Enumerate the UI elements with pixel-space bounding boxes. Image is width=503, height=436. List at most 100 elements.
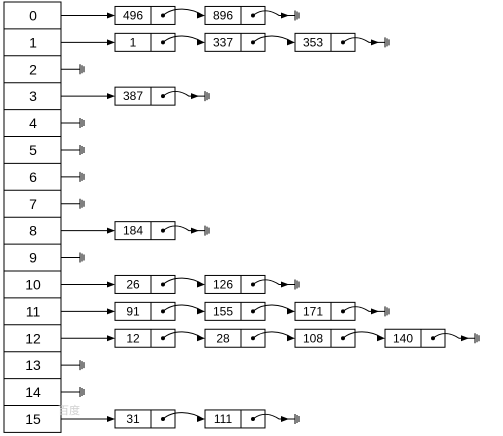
null-pointer-arrow xyxy=(461,335,469,342)
bucket-index: 5 xyxy=(29,142,37,158)
bucket-cell-2: 2 xyxy=(4,55,61,77)
null-pointer-curve xyxy=(162,91,205,97)
null-pointer-curve xyxy=(342,306,385,312)
node-value: 155 xyxy=(213,304,233,318)
next-pointer-arrow xyxy=(287,335,295,342)
chain-11: 91 155 171 xyxy=(61,301,390,321)
bucket-index: 1 xyxy=(29,34,37,50)
node-value: 337 xyxy=(213,35,233,49)
null-pointer-curve xyxy=(252,413,295,420)
chain-0: 496 896 xyxy=(61,5,300,25)
null-terminator xyxy=(204,225,210,236)
null-terminator xyxy=(294,413,300,424)
bucket-index: 6 xyxy=(29,169,37,185)
chain-14 xyxy=(61,387,85,398)
list-node: 171 xyxy=(294,301,390,321)
bucket-cell-6: 6 xyxy=(4,162,61,185)
chain-8: 184 xyxy=(61,221,210,241)
head-pointer-arrow xyxy=(107,335,115,342)
list-node: 1 xyxy=(114,32,205,52)
bucket-cell-3: 3 xyxy=(4,82,61,104)
null-pointer-arrow xyxy=(191,227,199,234)
node-box xyxy=(204,5,266,25)
node-value: 108 xyxy=(303,331,323,345)
list-node: 108 xyxy=(294,328,385,348)
node-box xyxy=(294,301,356,321)
bucket-index: 3 xyxy=(29,88,37,104)
null-pointer-curve xyxy=(162,225,205,232)
null-terminator xyxy=(79,252,85,263)
null-terminator xyxy=(474,333,480,344)
bucket-index: 4 xyxy=(29,115,37,131)
null-terminator xyxy=(79,198,85,209)
bucket-index: 13 xyxy=(25,357,41,373)
node-box xyxy=(204,274,266,294)
node-box xyxy=(114,5,176,25)
next-pointer-arrow xyxy=(197,12,205,19)
node-value: 184 xyxy=(123,224,143,238)
list-node: 31 xyxy=(114,409,205,429)
node-box xyxy=(114,274,176,294)
null-terminator xyxy=(384,306,390,317)
list-node: 337 xyxy=(204,32,295,52)
list-node: 184 xyxy=(114,221,210,241)
node-value: 171 xyxy=(303,304,323,318)
null-terminator xyxy=(79,360,85,371)
null-terminator xyxy=(384,37,390,48)
node-value: 31 xyxy=(126,412,140,426)
node-box xyxy=(384,328,446,348)
next-pointer-arrow xyxy=(197,308,205,315)
head-pointer-arrow xyxy=(107,281,115,288)
bucket-index: 15 xyxy=(25,411,41,427)
null-pointer-curve xyxy=(252,279,295,285)
node-value: 496 xyxy=(123,8,143,22)
node-value: 91 xyxy=(126,304,140,318)
null-pointer-curve xyxy=(342,37,385,43)
head-pointer-arrow xyxy=(107,415,115,422)
list-node: 155 xyxy=(204,301,295,321)
node-value: 126 xyxy=(213,277,233,291)
null-pointer-arrow xyxy=(371,308,379,315)
head-pointer-arrow xyxy=(107,308,115,315)
null-pointer-curve xyxy=(252,10,295,16)
node-value: 896 xyxy=(213,8,233,22)
node-box xyxy=(114,301,176,321)
list-node: 111 xyxy=(204,409,300,429)
node-box xyxy=(114,409,176,429)
bucket-index: 7 xyxy=(29,196,37,212)
null-terminator xyxy=(79,118,85,129)
next-pointer-arrow xyxy=(287,308,295,315)
list-node: 91 xyxy=(114,301,205,321)
head-pointer-arrow xyxy=(107,12,115,19)
bucket-cell-11: 11 xyxy=(4,297,61,319)
next-pointer-arrow xyxy=(197,335,205,342)
node-box xyxy=(114,32,176,52)
bucket-cell-1: 1 xyxy=(4,28,61,50)
bucket-cell-14: 14 xyxy=(4,378,61,400)
next-pointer-arrow xyxy=(287,39,295,46)
watermark-text: 百度 xyxy=(58,403,80,417)
bucket-cell-7: 7 xyxy=(4,189,61,212)
bucket-index: 11 xyxy=(26,303,41,319)
node-value: 28 xyxy=(216,331,230,345)
bucket-cell-10: 10 xyxy=(4,270,61,292)
list-node: 140 xyxy=(384,328,480,348)
next-pointer-arrow xyxy=(197,39,205,46)
null-pointer-arrow xyxy=(371,39,379,46)
list-node: 28 xyxy=(204,328,295,348)
node-box xyxy=(114,86,176,106)
chain-3: 387 xyxy=(61,86,210,106)
bucket-index: 12 xyxy=(25,330,41,346)
bucket-cell-15: 15 xyxy=(4,405,61,427)
node-box xyxy=(204,301,266,321)
list-node: 353 xyxy=(294,32,390,52)
node-value: 111 xyxy=(214,412,233,426)
bucket-index: 2 xyxy=(29,61,37,77)
bucket-cell-4: 4 xyxy=(4,109,61,131)
bucket-index: 14 xyxy=(25,384,41,400)
head-pointer-arrow xyxy=(107,93,115,100)
bucket-cell-12: 12 xyxy=(4,324,61,346)
node-box xyxy=(114,328,176,348)
